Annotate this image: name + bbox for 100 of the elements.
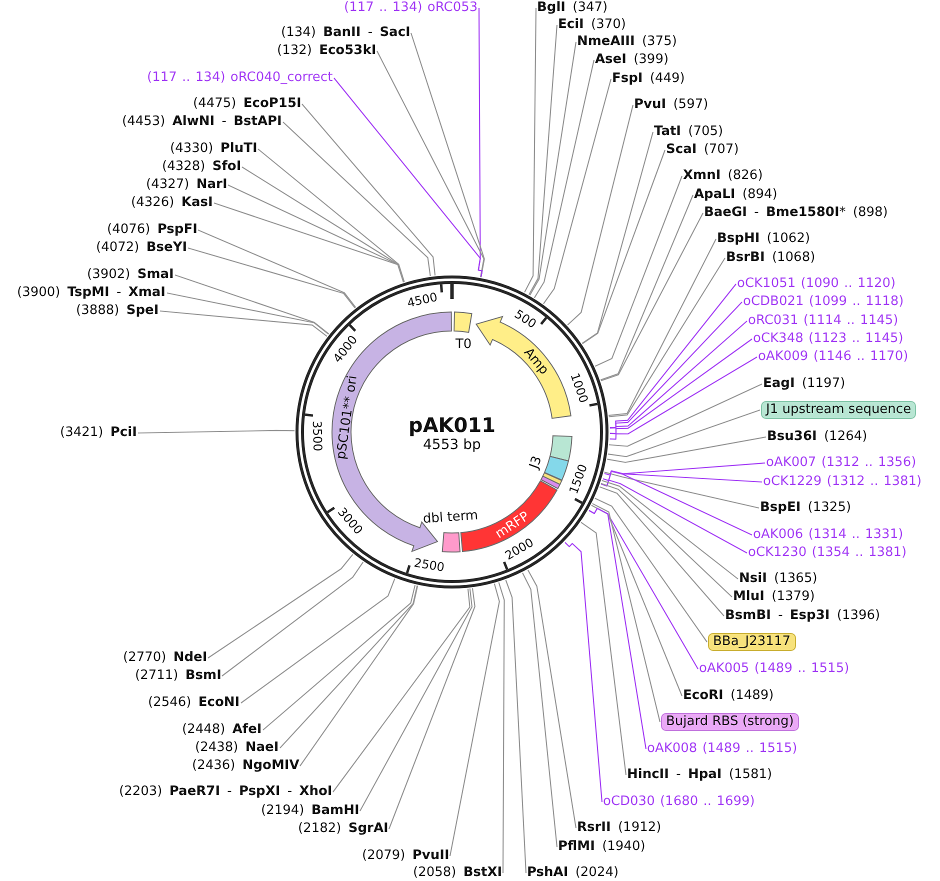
leader-line (594, 176, 683, 367)
position-tick-label: 1500 (566, 462, 590, 496)
enzyme-site-label: PvuI (597) (634, 97, 708, 113)
leader-line (582, 132, 654, 344)
feature-name: T0 (455, 337, 472, 352)
enzyme-site-label: (4072) BseYI (96, 240, 188, 256)
enzyme-site-label: (134) BanII - SacI (281, 25, 410, 41)
feature-name: J3 (526, 454, 545, 471)
plasmid-ring (294, 274, 610, 590)
leader-line (608, 409, 760, 458)
enzyme-site-label: (2182) SgrAI (298, 821, 388, 837)
enzyme-site-label: FspI (449) (612, 71, 685, 87)
leader-line (258, 148, 405, 282)
primer-label: (117 .. 134) oRC040_correct (147, 70, 333, 86)
enzyme-site-label: BaeGI - Bme1580I* (898) (704, 205, 888, 221)
leader-line (214, 202, 404, 282)
leader-line (599, 486, 724, 616)
leader-line (262, 584, 416, 730)
leader-line (240, 578, 396, 704)
enzyme-site-label: (4330) PluTI (170, 141, 258, 157)
leader-line (160, 310, 328, 337)
position-tick-label: 4500 (406, 290, 440, 310)
enzyme-site-label: BsrBI (1068) (726, 250, 816, 266)
leader-line (138, 430, 295, 434)
enzyme-site-label: XmnI (826) (683, 168, 763, 184)
leader-line (527, 570, 577, 828)
enzyme-site-label: (4076) PspFI (107, 222, 198, 238)
leader-line (302, 104, 436, 276)
position-tick-label: 3500 (309, 420, 324, 452)
enzyme-site-label: (2546) EcoNI (148, 695, 240, 711)
leader-line (610, 284, 736, 429)
enzyme-site-label: ApaLI (894) (694, 187, 778, 203)
enzyme-site-label: PflMI (1940) (558, 839, 646, 855)
primer-label: oAK009 (1146 .. 1170) (758, 349, 908, 365)
leader-line (188, 247, 356, 308)
leader-line (608, 238, 716, 416)
leader-line (208, 554, 354, 658)
enzyme-site-label: (4328) SfoI (162, 159, 242, 175)
leader-line (222, 562, 364, 676)
feature-band (540, 475, 561, 490)
enzyme-site-label: (2448) AfeI (182, 722, 262, 738)
leader-line (522, 572, 558, 848)
leader-line (608, 258, 726, 418)
primer-label: oCK1230 (1354 .. 1381) (748, 545, 907, 561)
leader-line (376, 50, 484, 278)
leader-line (607, 436, 766, 463)
primer-label: oCK1229 (1312 .. 1381) (763, 474, 922, 490)
leader-line (591, 504, 682, 696)
feature-name: dbl term (422, 508, 479, 528)
enzyme-site-label: (4475) EcoP15I (193, 96, 302, 112)
leader-line (334, 78, 483, 277)
enzyme-site-label: (2079) PvuII (362, 848, 450, 864)
enzyme-site-label: MluI (1379) (733, 589, 815, 605)
leader-line (600, 194, 694, 380)
feature-band (543, 455, 570, 482)
enzyme-site-label: (4326) KasI (131, 195, 213, 211)
primer-label: (117 .. 134) oRC053 (344, 0, 478, 16)
enzyme-site-label: (2770) NdeI (123, 650, 208, 666)
leader-line (601, 480, 748, 554)
primer-label: oRC031 (1114 .. 1145) (748, 313, 898, 329)
leader-line (543, 78, 612, 304)
leader-line (582, 150, 666, 344)
leader-line (360, 588, 473, 812)
enzyme-site-label: (3900) TspMI - XmaI (17, 285, 166, 301)
leader-line (604, 470, 752, 536)
leader-line (534, 60, 595, 298)
enzyme-site-label: AseI (399) (595, 52, 669, 68)
leader-line (449, 584, 500, 856)
leader-line (610, 302, 742, 428)
leader-line (604, 472, 760, 509)
primer-label: oCK1051 (1090 .. 1120) (737, 276, 896, 292)
enzyme-site-label: BsmBI - Esp3I (1396) (725, 608, 880, 624)
primer-label: oAK007 (1312 .. 1356) (766, 455, 916, 471)
leader-line (588, 508, 647, 750)
feature-band (549, 434, 573, 462)
leader-line (282, 122, 431, 276)
feature-tag: BBa_J23117 (708, 633, 796, 651)
feature-name: pSC101** ori (334, 374, 361, 460)
primer-label: oAK008 (1489 .. 1515) (647, 741, 798, 757)
position-tick-label: 1000 (568, 370, 591, 404)
primer-label: oCK348 (1123 .. 1145) (753, 331, 904, 347)
leader-line (524, 8, 537, 292)
leader-line (602, 462, 766, 482)
enzyme-site-label: (2203) PaeR7I - PspXI - XhoI (119, 784, 332, 800)
enzyme-site-label: (132) Eco53kI (277, 43, 376, 59)
enzyme-site-label: (2436) NgoMIV (192, 758, 300, 774)
leader-line (410, 32, 485, 278)
feature-band (441, 531, 462, 553)
leader-line (602, 480, 738, 580)
leader-line (580, 522, 627, 776)
position-tick-label: 500 (512, 306, 539, 331)
feature-tag: Bujard RBS (strong) (661, 713, 799, 731)
enzyme-site-label: (2194) BamHI (261, 803, 360, 819)
enzyme-site-label: NsiI (1365) (739, 571, 818, 587)
leader-line (608, 384, 762, 447)
leader-line (505, 580, 527, 874)
leader-line (166, 292, 329, 335)
plasmid-name: pAK011 (408, 414, 496, 436)
enzyme-site-label: EagI (1197) (763, 376, 846, 392)
enzyme-site-label: Bsu36I (1264) (767, 429, 868, 445)
